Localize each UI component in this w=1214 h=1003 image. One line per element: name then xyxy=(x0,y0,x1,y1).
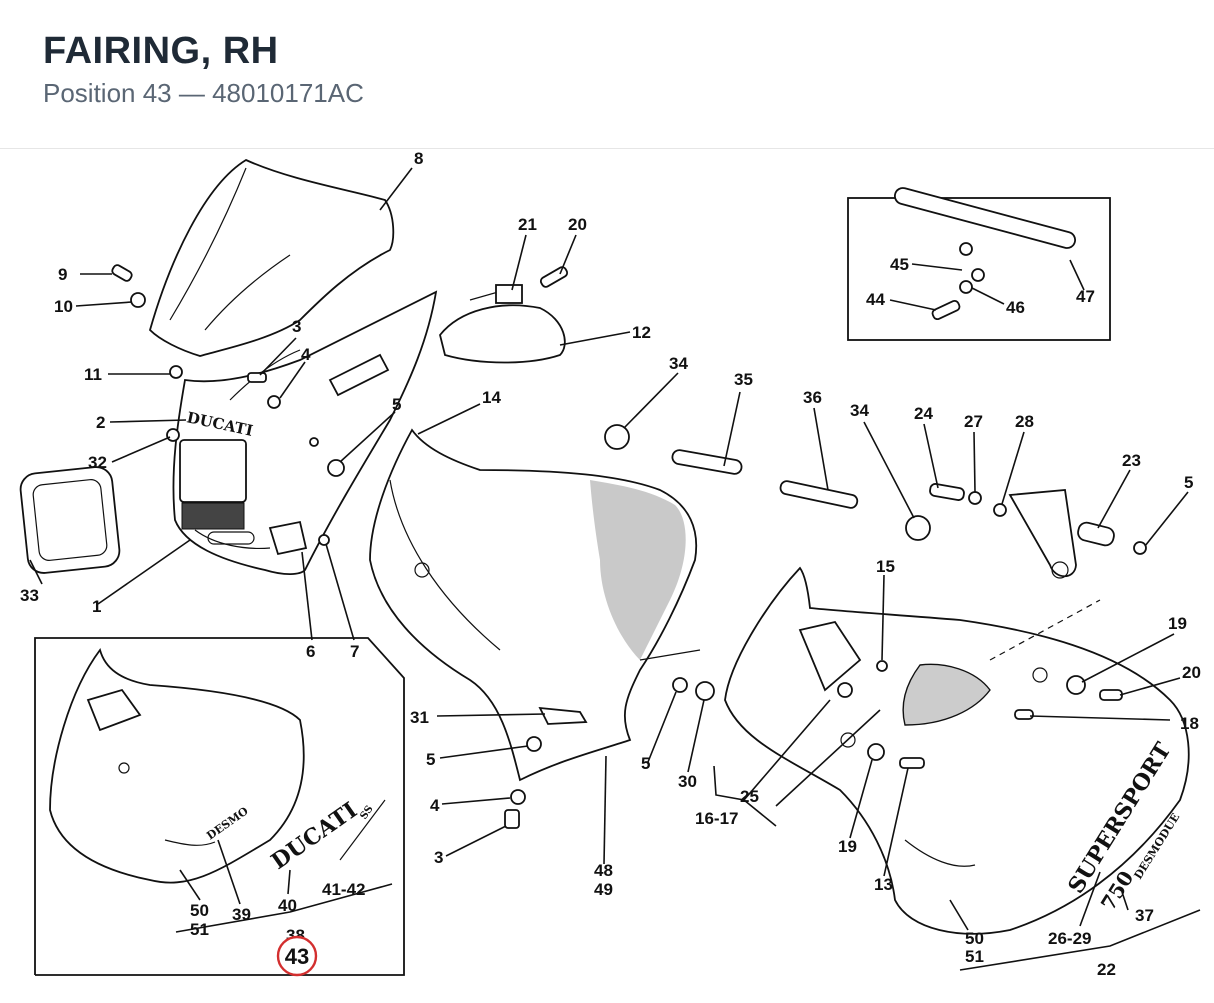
callout-3: 3 xyxy=(292,317,301,336)
callout-5b: 5 xyxy=(1184,473,1193,492)
callout-4: 4 xyxy=(301,345,311,364)
callout-49: 49 xyxy=(594,880,613,899)
nut-45[interactable] xyxy=(959,242,973,256)
callout-36: 36 xyxy=(803,388,822,407)
inset-box-hardware xyxy=(847,197,1111,341)
washer-27[interactable] xyxy=(968,491,982,505)
callout-27: 27 xyxy=(964,412,983,431)
callout-14: 14 xyxy=(482,388,501,407)
rod-47[interactable] xyxy=(893,186,1077,250)
callout-23: 23 xyxy=(1122,451,1141,470)
callout-37: 37 xyxy=(1135,906,1154,925)
callout-51b: 51 xyxy=(965,947,984,966)
leader-lines xyxy=(29,167,1201,971)
callout-33: 33 xyxy=(20,586,39,605)
callout-47: 47 xyxy=(1076,287,1095,306)
callout-31: 31 xyxy=(410,708,429,727)
callout-51a: 51 xyxy=(190,920,209,939)
callout-12: 12 xyxy=(632,323,651,342)
grommet-34b[interactable] xyxy=(905,515,931,541)
callout-35: 35 xyxy=(734,370,753,389)
screw-44[interactable] xyxy=(931,299,961,321)
callout-10: 10 xyxy=(54,297,73,316)
callout-8: 8 xyxy=(414,149,423,168)
callout-32: 32 xyxy=(88,453,107,472)
callout-5: 5 xyxy=(392,395,401,414)
callout-19b: 19 xyxy=(838,837,857,856)
mirror[interactable] xyxy=(439,284,566,364)
callout-45: 45 xyxy=(890,255,909,274)
callout-34b: 34 xyxy=(850,401,869,420)
screw-24[interactable] xyxy=(929,483,965,501)
support-bracket[interactable] xyxy=(1008,489,1116,579)
callout-46: 46 xyxy=(1006,298,1025,317)
callout-13: 13 xyxy=(874,875,893,894)
callout-30: 30 xyxy=(678,772,697,791)
callout-15: 15 xyxy=(876,557,895,576)
small-hardware xyxy=(111,264,1147,829)
callout-34: 34 xyxy=(669,354,688,373)
callout-44: 44 xyxy=(866,290,885,309)
callout-21: 21 xyxy=(518,215,537,234)
callout-5d: 5 xyxy=(641,754,650,773)
highlight-position-43[interactable]: 43 xyxy=(276,935,318,977)
duct-plate xyxy=(328,353,390,397)
callout-2: 2 xyxy=(96,413,105,432)
lower-fairing-center[interactable] xyxy=(369,428,701,782)
callout-4b: 4 xyxy=(430,796,440,815)
callout-26-29: 26-29 xyxy=(1048,929,1091,948)
callout-1: 1 xyxy=(92,597,101,616)
page-title: FAIRING, RH xyxy=(43,30,279,72)
fairing-kit-inset-drawing[interactable]: DESMO DUCATI SS xyxy=(49,647,386,884)
highlight-label: 43 xyxy=(285,944,309,969)
callout-labels: 8 21 20 9 10 12 3 4 11 2 5 14 32 33 1 6 … xyxy=(20,149,1201,979)
callout-16-17: 16-17 xyxy=(695,809,738,828)
callout-11: 11 xyxy=(84,365,102,384)
grommet-34a[interactable] xyxy=(604,424,630,450)
callout-41-42: 41-42 xyxy=(322,880,365,899)
washer-46[interactable] xyxy=(959,280,973,294)
callout-25: 25 xyxy=(740,787,759,806)
callout-24: 24 xyxy=(914,404,933,423)
callout-40: 40 xyxy=(278,896,297,915)
callout-3b: 3 xyxy=(434,848,443,867)
callout-6: 6 xyxy=(306,642,315,661)
callout-39: 39 xyxy=(232,905,251,924)
callout-28: 28 xyxy=(1015,412,1034,431)
callout-50b: 50 xyxy=(965,929,984,948)
page-subtitle: Position 43 — 48010171AC xyxy=(43,78,364,108)
callout-50a: 50 xyxy=(190,901,209,920)
callout-7: 7 xyxy=(350,642,359,661)
pin-35[interactable] xyxy=(671,449,743,475)
headlight-seal[interactable] xyxy=(19,465,121,574)
callout-20b: 20 xyxy=(1182,663,1201,682)
side-fairing-rh[interactable]: SUPERSPORT 750 DESMODUE xyxy=(724,566,1190,935)
page-header: FAIRING, RH Position 43 — 48010171AC xyxy=(0,0,1214,149)
callout-9: 9 xyxy=(58,265,67,284)
pin-36[interactable] xyxy=(779,480,859,509)
callout-48: 48 xyxy=(594,861,613,880)
callout-5c: 5 xyxy=(426,750,435,769)
inset-box-fairing-kit xyxy=(34,637,405,976)
washer-28[interactable] xyxy=(993,503,1007,517)
callout-22: 22 xyxy=(1097,960,1116,979)
windscreen[interactable] xyxy=(148,158,395,357)
callout-20: 20 xyxy=(568,215,587,234)
callout-18: 18 xyxy=(1180,714,1199,733)
callout-19: 19 xyxy=(1168,614,1187,633)
